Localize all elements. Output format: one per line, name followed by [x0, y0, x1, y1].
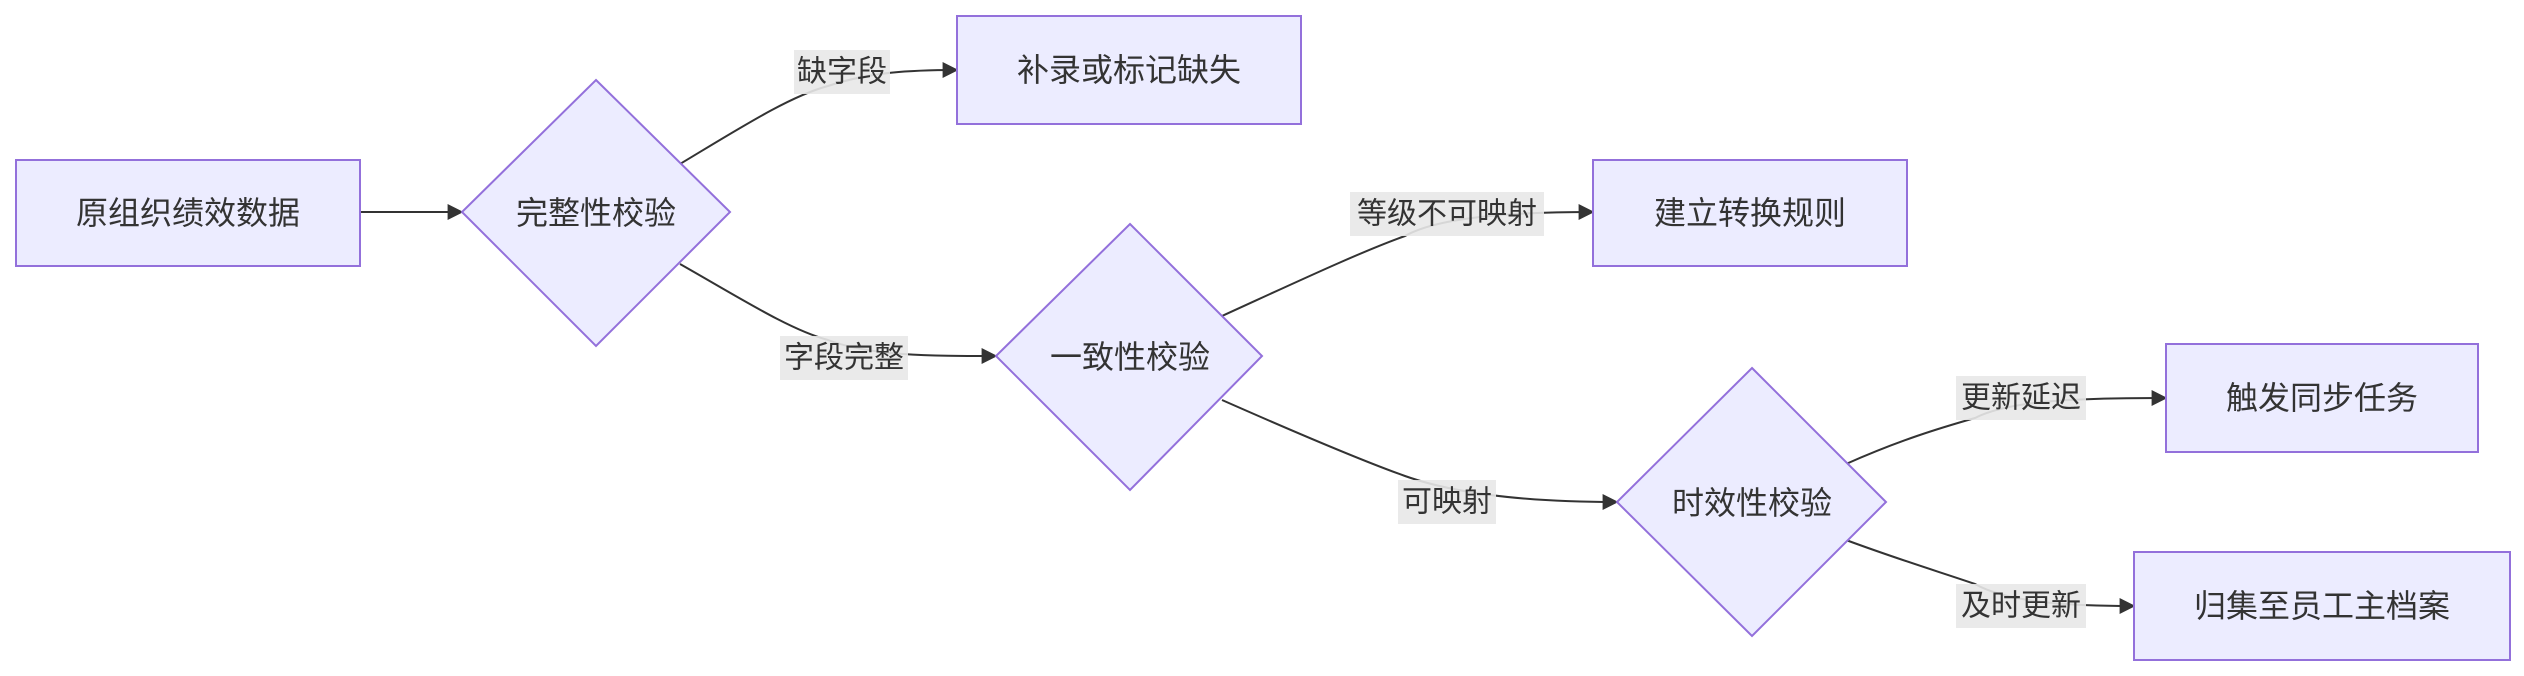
edge-label-unmappable-text: 等级不可映射	[1357, 197, 1537, 232]
edge-label-mappable-text: 可映射	[1402, 485, 1492, 520]
node-build-rule: 建立转换规则	[1592, 159, 1908, 267]
node-timeliness-check: 时效性校验	[1615, 366, 1888, 638]
node-completeness-check: 完整性校验	[460, 78, 732, 348]
node-archive-master-label: 归集至员工主档案	[2194, 587, 2450, 625]
node-archive-master: 归集至员工主档案	[2133, 551, 2511, 661]
nodes: 原组织绩效数据 完整性校验 补录或标记缺失 一致性校验 建立转换规则 时效性校验	[15, 15, 2511, 661]
edge-labels: 缺字段 字段完整 等级不可映射 可映射 更新延迟 及时更新	[780, 50, 2086, 628]
node-source-data: 原组织绩效数据	[15, 159, 361, 267]
node-fill-or-mark: 补录或标记缺失	[956, 15, 1302, 125]
edge-label-timely-update: 及时更新	[1956, 584, 2086, 628]
node-trigger-sync: 触发同步任务	[2165, 343, 2479, 453]
node-completeness-check-label: 完整性校验	[516, 194, 676, 232]
edge-label-missing-field-text: 缺字段	[797, 55, 887, 90]
node-build-rule-label: 建立转换规则	[1654, 194, 1846, 232]
node-fill-or-mark-label: 补录或标记缺失	[1017, 51, 1241, 89]
edge-label-update-delay-text: 更新延迟	[1961, 381, 2081, 416]
node-consistency-check-label: 一致性校验	[1050, 338, 1210, 376]
edge-label-fields-complete: 字段完整	[780, 336, 908, 380]
node-trigger-sync-label: 触发同步任务	[2226, 379, 2418, 417]
edge-label-fields-complete-text: 字段完整	[784, 341, 904, 376]
node-source-data-label: 原组织绩效数据	[76, 194, 300, 232]
edge-label-update-delay: 更新延迟	[1956, 376, 2086, 420]
edge-consistency-to-timeliness	[1221, 399, 1619, 510]
node-timeliness-check-label: 时效性校验	[1672, 484, 1832, 522]
node-consistency-check: 一致性校验	[994, 222, 1264, 492]
edge-label-unmappable: 等级不可映射	[1350, 192, 1544, 236]
edge-label-missing-field: 缺字段	[794, 50, 890, 94]
edge-label-timely-update-text: 及时更新	[1961, 589, 2081, 624]
edge-label-mappable: 可映射	[1398, 480, 1496, 524]
